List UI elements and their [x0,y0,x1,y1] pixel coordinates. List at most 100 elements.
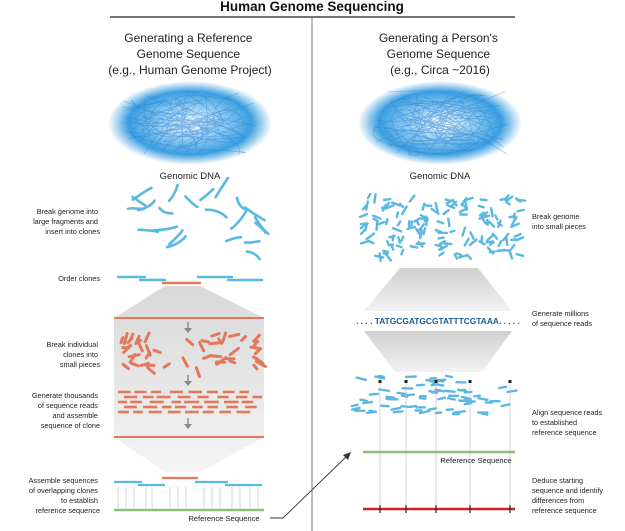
aligned-read [465,400,476,405]
small-piece [386,239,390,247]
right-step-align: Align sequence reads to established refe… [532,408,604,437]
small-piece [382,249,390,254]
small-piece [410,220,414,228]
small-piece [396,220,402,227]
small-piece [395,244,403,249]
large-fragment [168,229,184,246]
small-piece [438,239,446,246]
small-piece [436,220,445,225]
small-piece [457,254,468,259]
aligned-read [362,400,374,405]
small-piece [358,212,369,219]
small-piece [417,240,424,248]
small-piece [485,240,495,244]
small-piece [375,219,379,232]
left-genomic-dna-blob [108,81,272,165]
large-fragment [199,187,215,202]
small-piece [217,337,224,345]
aligned-read [377,374,385,378]
small-piece [486,218,489,226]
large-fragment [152,225,179,232]
small-piece [480,216,488,225]
small-piece [491,232,499,241]
aligned-read [396,391,407,396]
aligned-read [444,374,454,379]
right-step-break-genome: Break genome into small pieces [532,212,586,231]
aligned-read [454,410,466,414]
small-piece [390,243,395,251]
small-piece [400,205,408,216]
large-fragment [243,206,266,222]
reference-transfer-arrowhead [343,452,351,460]
right-heading: Generating a Person's Genome Sequence (e… [379,31,501,77]
small-piece [446,204,456,210]
large-fragment [158,206,174,215]
left-step-assemble: Assemble sequences of overlapping clones… [29,476,100,515]
large-fragment [225,235,243,243]
small-piece [464,201,468,212]
aligned-read [445,408,455,411]
small-piece [126,336,134,345]
large-fragment [184,195,199,209]
small-piece [214,359,223,366]
small-piece [144,344,152,357]
small-piece [510,216,518,227]
aligned-read [500,403,511,408]
small-piece [390,201,401,207]
left-step-order-clones: Order clones [58,274,100,283]
large-fragment [131,186,153,201]
small-piece [510,222,520,229]
small-piece [366,192,372,200]
small-piece [359,223,367,230]
small-piece [152,348,162,355]
right-step-generate-reads: Generate millions of sequence reads [532,309,592,328]
right-aligned-reads [350,374,518,416]
aligned-read [350,403,359,408]
left-ordered-clones [116,275,264,285]
small-piece [198,341,206,353]
left-sequence-reads [118,390,262,414]
large-fragment [136,199,156,212]
small-piece [200,339,210,344]
right-small-pieces [358,192,527,263]
large-fragment [204,208,228,219]
small-piece [488,241,495,246]
aligned-read [359,398,368,403]
large-fragment [214,176,230,199]
small-piece [381,203,388,212]
right-genomic-dna-blob [358,81,522,165]
large-fragment [137,228,160,234]
small-piece [469,231,475,241]
aligned-read [415,383,426,387]
small-piece [228,332,241,338]
small-piece [128,353,137,364]
aligned-read [425,378,437,383]
small-piece [437,236,445,240]
alignment-anchor [404,380,408,383]
small-piece [143,331,151,344]
aligned-read [378,388,391,393]
aligned-read [400,394,409,398]
right-dna-label: Genomic DNA [410,171,471,182]
small-piece [486,246,495,255]
large-fragment [245,250,261,261]
small-piece [434,201,439,213]
small-piece [423,215,427,223]
small-piece [146,366,156,375]
small-piece [513,232,522,238]
small-piece [384,204,395,210]
small-piece [478,240,486,246]
aligned-read [498,385,508,390]
left-zoom-funnel [114,286,264,472]
small-piece [221,331,228,344]
large-fragment [243,240,261,244]
left-assembled-clones [114,476,262,508]
small-piece [252,363,259,371]
small-piece [121,362,130,371]
small-piece [415,219,420,226]
aligned-read [446,396,456,401]
small-piece [202,354,211,360]
small-piece [384,252,392,262]
small-piece [400,235,405,242]
small-piece [397,235,401,245]
